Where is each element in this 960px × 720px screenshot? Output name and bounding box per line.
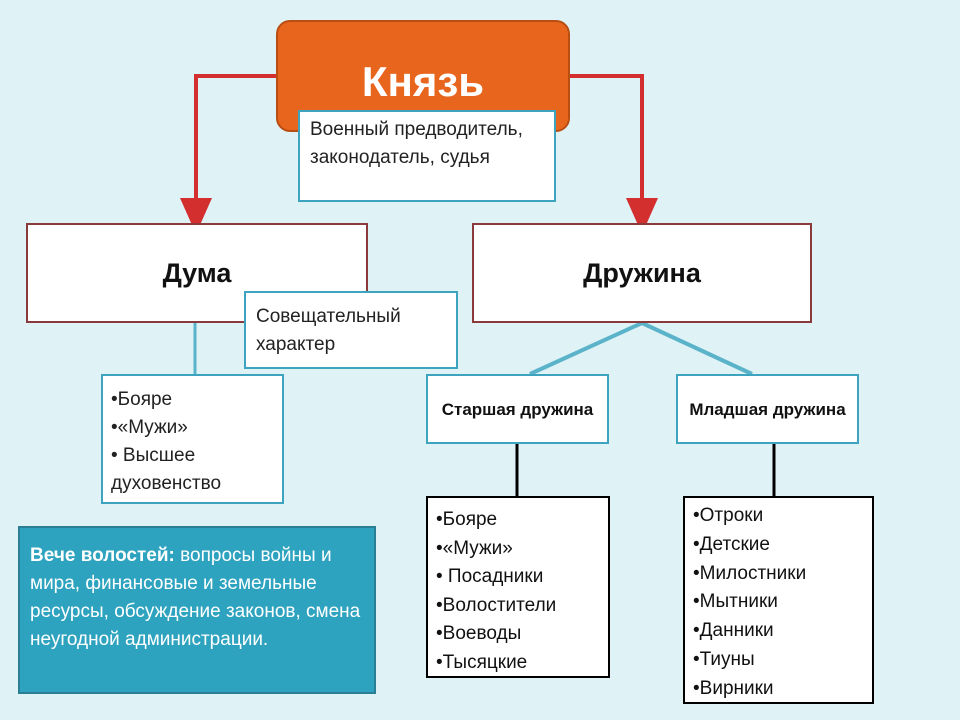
junior-druzhina-box: Младшая дружина (676, 374, 859, 444)
list-item: Данники (693, 617, 864, 646)
list-item: Отроки (693, 502, 864, 531)
prince-title: Князь (361, 58, 485, 105)
veche-text: вопросы войны и мира, финансовые и земел… (30, 545, 361, 650)
list-item: Мытники (693, 588, 864, 617)
senior-druzhina-box: Старшая дружина (426, 374, 609, 444)
prince-description: Военный предводитель, законодатель, судь… (298, 110, 556, 202)
list-item: Тиуны (693, 646, 864, 675)
senior-druzhina-title: Старшая дружина (441, 399, 594, 419)
list-item: Воеводы (436, 620, 600, 649)
list-item: Посадники (436, 563, 600, 592)
druzhina-title: Дружина (583, 257, 701, 288)
druzhina-to-senior-line (529, 321, 643, 376)
druzhina-box: Дружина (472, 223, 812, 323)
duma-description: Совещательный характер (244, 291, 458, 369)
duma-box: Дума (26, 223, 368, 323)
arrow-to-druzhina (570, 74, 658, 234)
list-item: Вирники (693, 675, 864, 704)
junior-druzhina-title: Младшая дружина (689, 399, 846, 419)
list-item: Бояре (111, 386, 274, 414)
veche-box: Вече волостей: вопросы войны и мира, фин… (18, 526, 376, 694)
list-item: Милостники (693, 560, 864, 589)
list-item: Тысяцкие (436, 649, 600, 678)
duma-title: Дума (162, 257, 232, 288)
list-item: «Мужи» (436, 535, 600, 564)
list-item: Детские (693, 531, 864, 560)
list-item: Высшее духовенство (111, 442, 274, 498)
arrow-to-duma (180, 74, 278, 234)
duma-members-list: Бояре «Мужи» Высшее духовенство (101, 374, 284, 504)
list-item: Бояре (436, 506, 600, 535)
druzhina-to-junior-line (641, 321, 753, 376)
list-item: «Мужи» (111, 414, 274, 442)
list-item: Волостители (436, 592, 600, 621)
veche-label: Вече волостей: (30, 545, 175, 566)
junior-members-list: Отроки Детские Милостники Мытники Данник… (683, 496, 874, 704)
senior-members-list: Бояре «Мужи» Посадники Волостители Воево… (426, 496, 610, 678)
